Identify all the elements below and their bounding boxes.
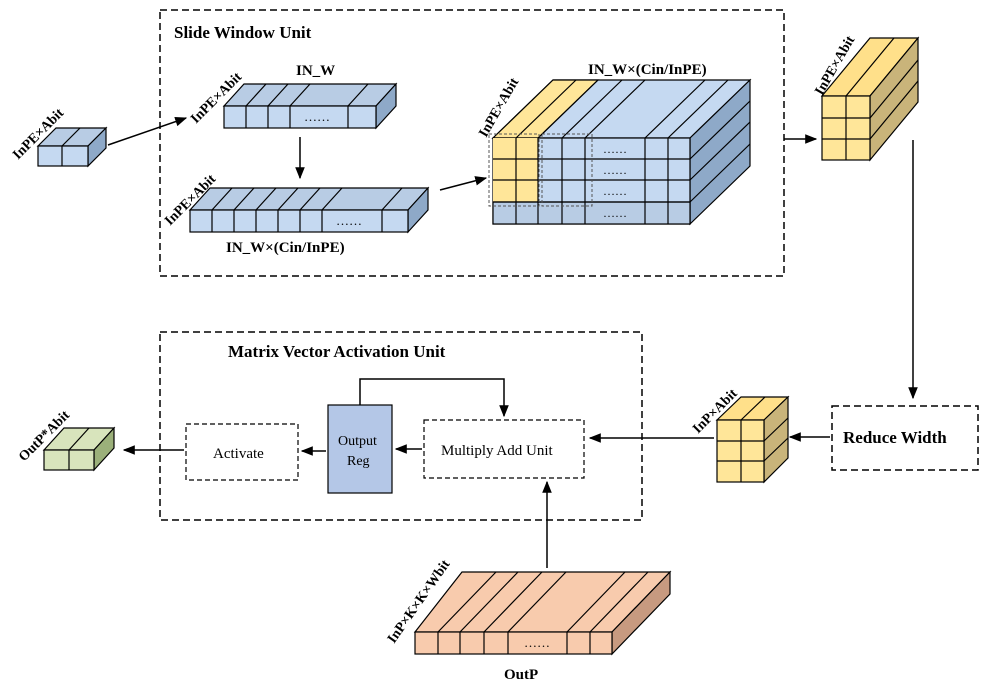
- weights-buffer: [413, 570, 672, 656]
- reduced-cube: [715, 395, 790, 484]
- output-reg-line2: Reg: [347, 454, 370, 469]
- window-buffer: [488, 78, 752, 226]
- arrow-reg-feedback: [359, 378, 509, 418]
- weights-outp-label: OutP: [504, 667, 538, 683]
- row-ellipsis-top: ……: [304, 109, 330, 124]
- slide-window-unit-title: Slide Window Unit: [174, 23, 312, 42]
- multiply-add-unit-label: Multiply Add Unit: [441, 443, 554, 459]
- buffer-ellipsis-4: ……: [603, 206, 627, 220]
- input-block: [36, 126, 108, 168]
- activate-box: [185, 423, 299, 481]
- activate-label: Activate: [213, 446, 264, 462]
- reduce-width-box: [831, 405, 979, 471]
- mvau-box: [159, 331, 643, 521]
- weights-ellipsis: ……: [524, 635, 550, 650]
- long-row-buffer: [188, 186, 430, 234]
- mvau-title: Matrix Vector Activation Unit: [228, 342, 446, 361]
- buffer-ellipsis-3: ……: [603, 184, 627, 198]
- reduce-width-label: Reduce Width: [843, 428, 947, 447]
- buffer-ellipsis-2: ……: [603, 163, 627, 177]
- output-block: [42, 426, 116, 472]
- output-reg-box: [327, 404, 393, 494]
- row-ellipsis-mid: ……: [336, 213, 362, 228]
- window-output-cube: [820, 36, 920, 162]
- in-w-label: IN_W: [296, 63, 335, 79]
- slide-window-unit-box: [159, 9, 785, 277]
- arrow-long-row-to-buffer: [439, 176, 488, 191]
- in-w-cin-label: IN_W×(Cin/InPE): [226, 240, 345, 256]
- buffer-size-label: IN_W×(Cin/InPE): [588, 62, 707, 78]
- arrow-input-to-row: [107, 116, 188, 146]
- multiply-add-unit-box: [423, 419, 585, 479]
- buffer-ellipsis-1: ……: [603, 142, 627, 156]
- output-reg-line1: Output: [338, 434, 377, 449]
- in-w-row-buffer: [222, 82, 398, 130]
